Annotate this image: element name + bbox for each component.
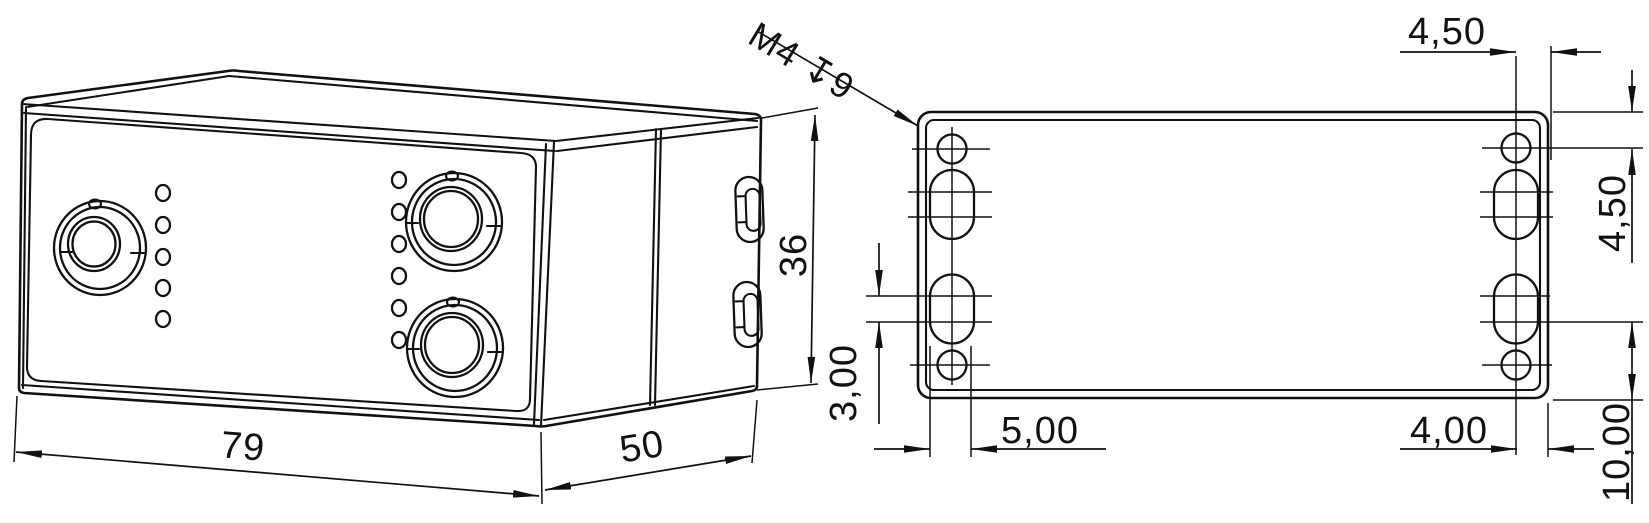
ext-line xyxy=(761,107,819,119)
front-panel-outline xyxy=(25,117,538,413)
led-hole xyxy=(390,266,408,286)
dim-depth-label: 50 xyxy=(617,423,667,472)
side-seam-line-a xyxy=(648,127,658,407)
mounting-slot xyxy=(1492,168,1540,241)
slot-edge-line xyxy=(734,300,746,329)
led-hole xyxy=(154,183,172,203)
knob-inner-ring xyxy=(66,215,122,273)
connector-inner xyxy=(419,311,485,379)
dim-slot-to-bottom-label: 10,00 xyxy=(1596,402,1638,502)
ext-line xyxy=(540,431,543,505)
thread-callout: M4 ↧9 xyxy=(742,14,919,127)
mounting-holes xyxy=(928,132,1540,381)
led-hole xyxy=(154,215,172,235)
panel-inner-outline xyxy=(924,118,1542,392)
dim-width-label: 79 xyxy=(219,424,267,470)
orthographic-view: M4 ↧9 4,50 4,50 3,00 5,00 xyxy=(742,11,1643,504)
connector-bottom xyxy=(405,296,505,399)
dim-height-label: 36 xyxy=(773,233,815,277)
connector-notch xyxy=(445,296,461,308)
led-hole xyxy=(390,234,408,254)
led-hole xyxy=(154,278,172,298)
connector-bore xyxy=(422,189,480,249)
side-seam-line-b xyxy=(653,127,663,407)
dim-line-depth xyxy=(544,455,752,491)
led-hole xyxy=(390,330,408,350)
led-hole xyxy=(390,202,408,222)
tapped-hole xyxy=(1500,132,1532,164)
knob-index-notch xyxy=(87,198,103,210)
dim-top-offset-label: 4,50 xyxy=(1408,11,1486,53)
dim-top-offset: 4,50 xyxy=(1400,11,1601,160)
panel-outline xyxy=(916,110,1550,400)
slot-outline xyxy=(732,280,763,349)
tapped-hole xyxy=(936,133,968,165)
front-bottom-seam xyxy=(20,383,541,422)
connector-top xyxy=(404,170,504,273)
connector-bore xyxy=(423,315,481,375)
slot-edge-line xyxy=(736,195,748,224)
mounting-slot xyxy=(1492,273,1540,345)
led-hole xyxy=(154,247,172,267)
centerlines xyxy=(866,56,1643,455)
ext-line xyxy=(13,395,18,463)
slot-inner xyxy=(744,187,762,232)
dim-right-offset-label: 4,50 xyxy=(1592,174,1634,252)
ext-line xyxy=(756,383,819,391)
tapped-hole xyxy=(1500,349,1532,381)
led-hole xyxy=(390,298,408,318)
led-column-b xyxy=(390,170,408,350)
dim-slot-width: 5,00 xyxy=(874,346,1106,457)
box-silhouette xyxy=(17,69,763,428)
dim-bottom-offset: 4,00 xyxy=(1400,403,1594,457)
led-column-a xyxy=(154,183,172,329)
led-hole xyxy=(390,170,408,190)
dim-line-width xyxy=(15,450,540,498)
dim-slot-width-label: 5,00 xyxy=(1001,410,1079,452)
mounting-slot xyxy=(928,273,976,345)
isometric-view: 79 50 36 xyxy=(13,69,819,505)
front-right-edge xyxy=(539,140,556,428)
iso-dimensions: 79 50 36 xyxy=(13,107,819,505)
dim-right-offset: 4,50 xyxy=(1553,70,1643,263)
side-top-seam xyxy=(555,125,759,153)
left-edge-inner xyxy=(21,105,28,390)
ext-line xyxy=(751,399,758,464)
mounting-slot xyxy=(928,168,976,241)
dim-slot-straight-label: 3,00 xyxy=(823,344,865,422)
side-slot-top xyxy=(734,175,765,244)
thread-callout-label: M4 ↧9 xyxy=(742,14,862,108)
dim-bottom-offset-label: 4,00 xyxy=(1410,410,1488,452)
dim-line-height xyxy=(807,114,819,384)
tapped-hole xyxy=(936,349,968,381)
front-right-edge-inner xyxy=(532,142,548,426)
front-top-seam xyxy=(22,111,557,153)
top-face-inner-edge xyxy=(25,74,759,123)
leader-line xyxy=(756,30,919,127)
side-slot-bottom xyxy=(732,280,763,349)
connector-inner xyxy=(418,185,484,253)
slot-outline xyxy=(734,175,765,244)
led-hole xyxy=(154,309,172,329)
dim-slot-straight: 3,00 xyxy=(823,243,883,424)
front-knob xyxy=(52,198,148,297)
knob-center xyxy=(71,220,117,268)
connector-notch xyxy=(444,170,460,182)
dim-slot-to-bottom: 10,00 xyxy=(1553,322,1643,504)
front-top-edge xyxy=(20,102,558,143)
slot-inner xyxy=(742,292,760,337)
